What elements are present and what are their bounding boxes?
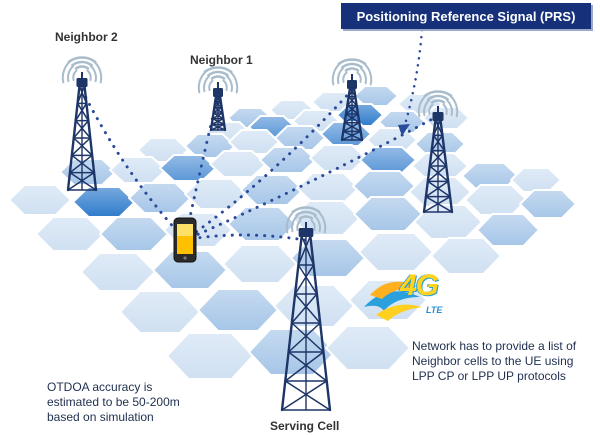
cell-hexagon-shine	[228, 207, 296, 241]
cell-hexagon-shine	[110, 157, 166, 183]
cell-hexagon-shine	[153, 251, 227, 289]
cell-hexagon-shine	[9, 185, 71, 215]
network-note-line-2: Neighbor cells to the UE using	[412, 354, 574, 368]
cell-hexagon-shine	[353, 171, 415, 201]
cell-hexagon-shine	[100, 217, 168, 251]
network-note: Network has to provide a list of Neighbo…	[412, 339, 576, 384]
cell-hexagon-shine	[241, 175, 303, 205]
cell-hexagon-shine	[354, 86, 398, 106]
tower-neighbor-2	[61, 56, 103, 192]
flame-swoosh-icon	[364, 281, 422, 321]
cell-hexagon-shine	[354, 197, 422, 231]
cell-hexagon-shine	[198, 289, 278, 331]
cell-hexagon-shine	[310, 145, 366, 171]
signal-wave-icon	[61, 56, 103, 84]
prs-title-box: Positioning Reference Signal (PRS)	[341, 3, 591, 29]
cell-hexagon-shine	[477, 214, 539, 246]
cell-hexagon-shine	[36, 217, 104, 251]
cell-hexagon-shine	[465, 185, 527, 215]
tower-serving-cell	[280, 206, 332, 412]
cell-hexagon-shine	[160, 155, 216, 181]
cell-hexagon-shine	[120, 291, 200, 333]
accuracy-note-line-1: OTDOA accuracy is	[47, 380, 153, 394]
cell-hexagon-shine	[167, 333, 253, 379]
cell-hexagon-shine	[511, 168, 561, 192]
cell-hexagon-shine	[359, 233, 433, 271]
signal-path	[80, 88, 187, 242]
signal-wave-icon	[197, 66, 239, 94]
cell-hexagon-shine	[291, 239, 365, 277]
cell-hex-grid	[8, 85, 577, 380]
accuracy-note-line-2: estimated to be 50-200m	[47, 395, 180, 409]
cell-hexagon-shine	[210, 151, 266, 177]
logo-4g-text: 4G	[400, 269, 439, 302]
tower-neighbor-3	[331, 58, 373, 142]
towers	[61, 56, 459, 412]
cell-hexagon-shine	[229, 130, 279, 154]
signal-wave-icon	[417, 90, 459, 118]
4g-lte-logo: 4G LTE	[362, 267, 482, 327]
cell-hexagon-shine	[223, 245, 297, 283]
network-note-line-1: Network has to provide a list of	[412, 339, 577, 353]
cell-hexagon-shine	[81, 253, 155, 291]
cell-hexagon-shine	[414, 205, 482, 239]
accuracy-note: OTDOA accuracy is estimated to be 50-200…	[47, 380, 180, 425]
cell-hexagon-shine	[292, 201, 360, 235]
signal-wave-icon	[331, 58, 373, 86]
tower-neighbor-4	[417, 90, 459, 214]
logo-lte-text: LTE	[426, 305, 443, 315]
cell-hexagon-shine	[462, 163, 518, 189]
cell-hexagon-shine	[185, 179, 247, 209]
cell-hexagon-shine	[297, 173, 359, 203]
cell-hexagon-shine	[431, 238, 501, 274]
neighbor-1-label: Neighbor 1	[190, 53, 253, 67]
signal-wave-icon	[285, 206, 327, 234]
cell-hexagon-shine	[260, 147, 316, 173]
cell-hexagon-shine	[73, 187, 135, 217]
network-note-line-3: LPP CP or LPP UP protocols	[412, 369, 566, 383]
cell-hexagon-shine	[520, 190, 576, 218]
prs-pointer-arrow	[398, 28, 424, 136]
cell-hexagon-shine	[274, 285, 354, 327]
cell-hexagon-shine	[129, 183, 191, 213]
smartphone-icon	[173, 217, 197, 263]
accuracy-note-line-3: based on simulation	[47, 410, 154, 424]
neighbor-2-label: Neighbor 2	[55, 30, 118, 44]
cell-hexagon-shine	[326, 326, 410, 370]
cell-hexagon-shine	[360, 147, 416, 173]
tower-neighbor-1	[197, 66, 239, 132]
serving-cell-label: Serving Cell	[270, 419, 340, 433]
